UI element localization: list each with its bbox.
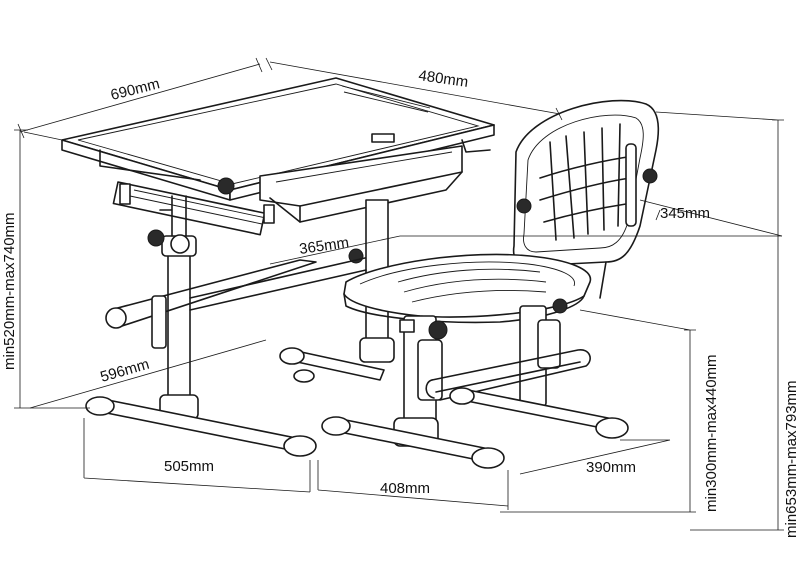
label-chair-height: min653mm-max793mm: [783, 380, 800, 538]
label-desk-height: min520mm-max740mm: [1, 212, 18, 370]
desk-bracket-right: [461, 139, 491, 153]
dim-line-backrest-width: [639, 199, 783, 237]
label-desk-depth: 480mm: [417, 67, 469, 91]
backrest-knob-left: [516, 198, 532, 214]
desk-drawer: [259, 145, 463, 223]
chair-seat: [343, 253, 592, 324]
chair-backrest: [512, 99, 660, 301]
backrest-post: [625, 143, 637, 227]
dim-line-desk-base: [83, 418, 311, 493]
desk-footrest: [105, 257, 367, 329]
desk: [61, 77, 495, 457]
backrest-slats: [539, 123, 635, 241]
dimension-labels: 690mm 480mm min520mm-max740mm 345mm 365m…: [1, 67, 800, 538]
label-chair-base-depth: 390mm: [586, 459, 636, 476]
chair: [321, 99, 660, 469]
desk-clip: [371, 133, 395, 143]
seat-knob-rear: [552, 298, 568, 314]
label-seat-width: 365mm: [298, 234, 350, 258]
label-seat-height: min300mm-max440mm: [703, 354, 720, 512]
label-backrest-width: 345mm: [660, 205, 710, 222]
dim-line-desk-height: [14, 129, 90, 409]
backrest-knob-right: [642, 168, 658, 184]
seat-height-knob: [428, 320, 448, 340]
dim-line-desk-depth: [265, 57, 563, 121]
dim-line-seat-height: [500, 309, 696, 513]
label-desk-leg-depth: 596mm: [98, 356, 151, 386]
chair-footrest: [425, 349, 591, 401]
desk-height-knob-left: [147, 229, 165, 247]
dim-line-chair-depth: [519, 439, 671, 475]
seat-grooves: [397, 268, 547, 303]
dim-line-desk-leg: [29, 339, 267, 409]
desk-feet: [85, 347, 385, 457]
dim-line-chair-height: [655, 111, 784, 531]
dim-line-desk-width: [17, 57, 263, 141]
desk-top-inner: [77, 83, 480, 185]
desk-tilt-mechanism: [112, 177, 275, 236]
desk-left-column: [147, 195, 199, 420]
dim-line-seat-width: [269, 235, 782, 265]
dim-line-chair-base: [317, 460, 509, 510]
chair-feet: [321, 387, 629, 469]
chair-column: [393, 298, 568, 447]
tilt-knob: [217, 177, 235, 195]
desk-side-panel: [151, 295, 167, 349]
pencil-groove: [341, 85, 431, 113]
desk-bracket-left: [99, 149, 201, 181]
label-desk-base-width: 505mm: [164, 458, 214, 475]
label-chair-base-width: 408mm: [380, 480, 430, 497]
dimension-lines: [14, 57, 784, 531]
